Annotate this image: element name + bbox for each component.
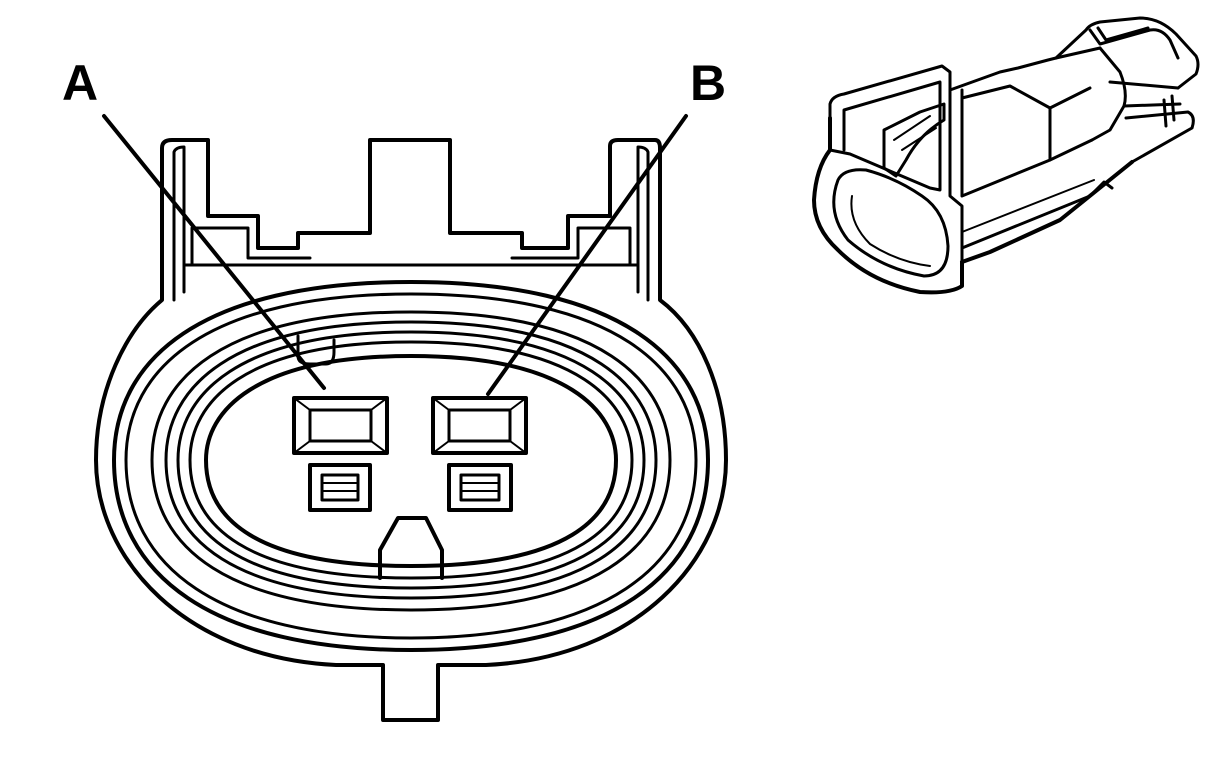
- front-shroud-outer: [812, 116, 964, 295]
- rear-housing-top: [1054, 16, 1200, 90]
- front-opening-inner: [850, 195, 931, 267]
- latch-ridge: [893, 115, 937, 151]
- terminal-b-bevel: [509, 397, 527, 411]
- left-step-inner: [190, 226, 312, 267]
- seal-ring-1: [150, 310, 672, 612]
- terminal-b-bevel: [432, 440, 450, 454]
- body-seam: [961, 179, 1095, 233]
- terminal-a-lock-inner: [320, 473, 360, 502]
- pin-label-a: A: [62, 55, 98, 111]
- terminal-a-inner: [308, 408, 373, 443]
- front-frame-right: [948, 88, 964, 264]
- terminal-b-bevel: [509, 440, 527, 454]
- terminal-a-bevel: [293, 397, 311, 411]
- connector-face-view: [94, 138, 728, 722]
- terminal-a-outer: [292, 396, 389, 455]
- outer-ring-2: [124, 292, 698, 640]
- seal-ring-4: [188, 340, 634, 580]
- body-bottom-inner: [960, 180, 1114, 250]
- rear-wire-seal: [1162, 94, 1176, 128]
- front-opening: [832, 168, 950, 278]
- front-frame-inner: [842, 80, 942, 152]
- terminal-a-bevel: [370, 440, 388, 454]
- right-step-inner: [510, 226, 632, 267]
- terminal-a-lock: [308, 463, 372, 512]
- outer-ring-1: [112, 280, 710, 652]
- terminal-b-inner: [447, 408, 512, 443]
- housing-outline: [94, 138, 728, 722]
- seal-ring-2: [164, 320, 658, 600]
- front-frame-top: [828, 64, 952, 120]
- terminal-b-lock: [447, 463, 513, 512]
- inner-cavity: [204, 354, 618, 568]
- terminal-b-lock-inner: [459, 473, 501, 502]
- front-frame-side: [828, 122, 942, 192]
- rear-collar: [1098, 80, 1195, 190]
- bottom-key: [378, 516, 444, 580]
- leader-line-a: [102, 114, 326, 390]
- rear-lock-tab: [1088, 26, 1180, 60]
- pin-label-b: B: [690, 55, 726, 111]
- left-ear-inner: [172, 145, 186, 302]
- body-mid-step: [1048, 86, 1094, 162]
- terminal-b-bevel: [432, 397, 450, 411]
- terminal-a-bevel: [370, 397, 388, 411]
- terminal-b-outer: [431, 396, 528, 455]
- right-ear-inner: [636, 145, 650, 302]
- connector-3d-view: [812, 16, 1200, 295]
- seal-ring-3: [176, 330, 646, 590]
- body-top: [948, 46, 1102, 92]
- leader-line-b: [486, 114, 688, 396]
- terminal-a-bevel: [293, 440, 311, 454]
